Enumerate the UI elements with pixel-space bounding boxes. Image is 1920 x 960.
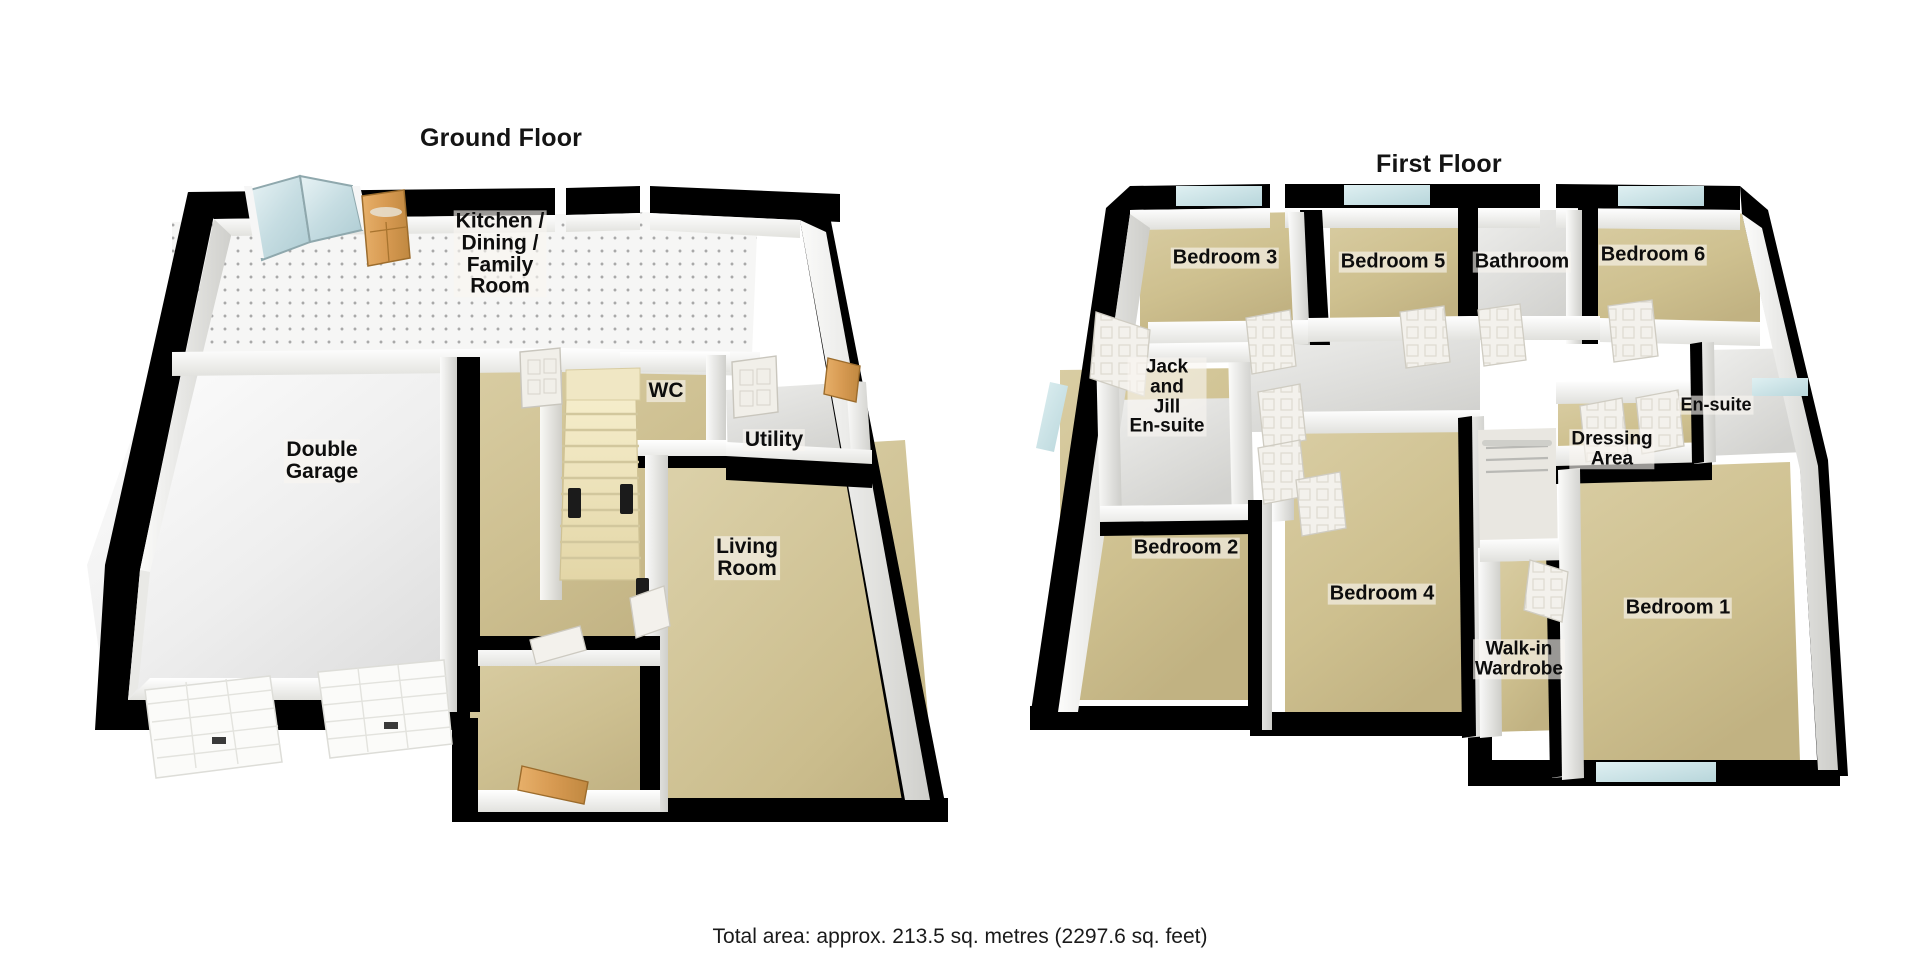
wc-wall-right [706,355,726,460]
wardrobe-wall-left [1478,546,1502,738]
ff-west-bottom-wall [1030,706,1250,730]
wc-wall-top [620,352,730,372]
garage-door-icon-right [317,659,453,759]
garage-west-wall-face [140,219,232,572]
total-area-note: Total area: approx. 213.5 sq. metres (22… [712,925,1208,948]
stairwell-opening [1478,428,1558,562]
bedroom-door-icon-3 [1477,303,1527,367]
window-glass-icon-2 [1344,185,1430,205]
garage-hall-divider-face [440,357,457,712]
bedroom1-floor [1565,462,1800,772]
div-bed2-bed4-dark [1248,500,1262,730]
living-hall-divider-dark [640,640,660,812]
landing-wall-top [1272,410,1480,434]
garage-south-wall-face [128,570,150,700]
div-bath-bed6-face [1566,210,1582,344]
interior-door-icon-4 [629,585,671,639]
ground-floor-title: Ground Floor [420,124,583,152]
utility-wall-right [846,380,872,470]
lower-left-outer-wall [452,718,478,822]
landing-stairs-icon [1485,444,1549,474]
ensuite-wall-left-dark [1690,342,1704,464]
dressing-wall-bottom-face [1556,442,1712,466]
window-glass-icon-5 [1596,762,1716,782]
wood-door-icon-2 [823,357,861,403]
bedroom-door-icon-11 [1295,471,1347,537]
dressing-wall-top [1556,380,1710,404]
ff-east-face [1742,214,1838,770]
wardrobe-wall-top [1480,538,1570,562]
ground-floor-features [144,174,861,805]
first-floor-surfaces [1060,210,1805,772]
interior-door-icon-2 [731,355,779,419]
interior-door-icon-1 [519,347,563,409]
bed1-wall-left [1558,468,1584,780]
bedroom-door-icon-9 [1635,389,1685,455]
bedroom3-floor [1140,212,1300,332]
ff-south-wall-mid [1250,712,1480,736]
ff-north-face [1130,208,1270,230]
window-glass-icon-1 [1176,186,1262,206]
window-glass-icon-4 [1036,382,1068,452]
north-wall-far [650,186,840,222]
stair-wall-left [540,370,562,600]
north-wall-right [566,186,640,215]
ff-north-face-2 [1285,208,1540,228]
kitchen-north-wall-face-3 [650,213,800,238]
jj-wall-bottom-dark [1100,520,1254,536]
landing-wall-right-dark [1458,416,1476,738]
bedroom-door-icon-6 [1257,383,1307,449]
jj-wall-left [1096,350,1122,522]
div-bed3-bed5-face [1288,212,1310,345]
window-glass-icon-6 [1752,378,1808,396]
bedroom-door-icon-10 [1523,559,1569,623]
garage-hall-divider [455,357,480,712]
bedroom-door-icon-2 [1399,305,1451,369]
bedroom-door-icon-4 [1607,299,1659,363]
lower-hall-carpet [468,650,660,810]
first-floor-title: First Floor [1376,150,1502,178]
bedroom4-floor [1285,428,1480,728]
garage-outer-wall [95,192,470,730]
interior-door-icon-3 [529,625,587,665]
wood-door-icon [361,189,411,267]
stairs-icon [559,367,649,604]
div-bath-bed6 [1578,208,1598,344]
bedroom-door-icon-1 [1245,309,1297,375]
window-glass-icon-3 [1618,186,1704,206]
bedroom-door-icon-8 [1579,397,1629,463]
wood-door-icon-3 [517,765,589,805]
garage-door-icon-left [144,675,283,779]
kitchen-north-wall-face-2 [566,213,640,232]
utility-wall-bottom [726,455,872,488]
jack-jill-floor [1110,398,1240,512]
lower-hall-wall-top [478,645,660,666]
ff-north-face-3 [1556,208,1740,230]
div-bed5-bath [1458,208,1478,340]
glass-door-icon [244,174,370,262]
jj-wall-right [1228,346,1254,522]
